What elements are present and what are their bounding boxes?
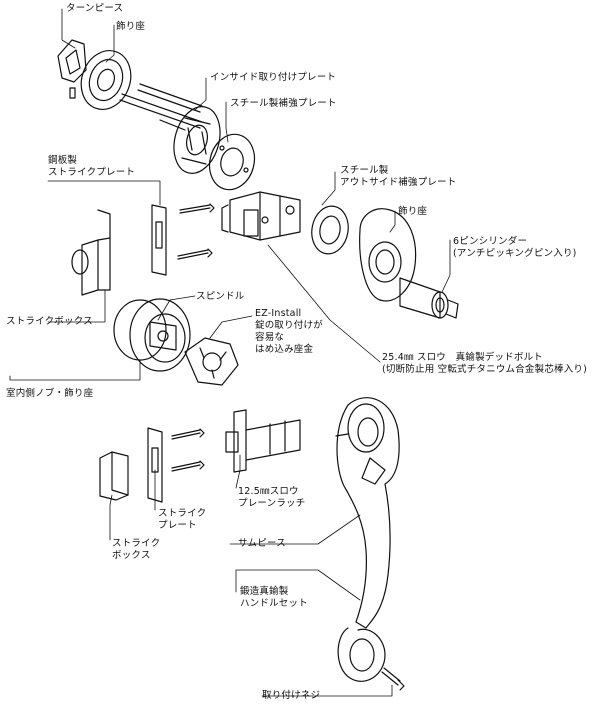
label-cylinder: 6ピンシリンダー(アンチピッキングピン入り)	[453, 236, 577, 259]
mount-screw	[381, 667, 405, 691]
label-strike-box-top: ストライクボックス	[6, 316, 93, 327]
label-strike-plate: ストライクプレート	[158, 508, 207, 531]
strike-box-top	[71, 209, 111, 296]
inside-mounting-plate	[173, 106, 221, 174]
label-thumb-piece: サムピース	[238, 538, 286, 549]
plain-latch	[225, 409, 301, 473]
upper-strike-plate	[151, 203, 215, 276]
label-turn-piece: ターンピース	[66, 3, 124, 14]
ez-install-washer	[184, 337, 239, 386]
label-steel-strike-plate: 鋼板製ストライクプレート	[48, 155, 136, 178]
through-bolts	[119, 83, 203, 131]
leader-lines	[9, 8, 451, 697]
handle-set	[335, 397, 400, 682]
label-deadbolt: 25.4㎜ スロウ 真鍮製デッドボルト(切断防止用 空転式チタニウム合金製芯棒入…	[382, 352, 588, 375]
label-spindle: スピンドル	[196, 291, 245, 302]
outside-reinforce-plate	[311, 205, 349, 255]
steel-reinforce-plate	[208, 133, 256, 191]
label-steel-reinforce-plate: スチール製補強プレート	[230, 98, 337, 109]
turn-piece	[57, 39, 87, 99]
label-mount-screw: 取り付けネジ	[262, 690, 321, 701]
label-outer-rose: 飾り座	[398, 206, 428, 217]
pin-cylinder	[399, 277, 459, 319]
inside-knob	[113, 298, 191, 372]
lower-strike-plate	[147, 427, 205, 503]
outer-rose	[359, 208, 417, 302]
label-inner-rose: 飾り座	[116, 21, 146, 32]
label-latch: 12.5㎜スロウプレーンラッチ	[238, 486, 306, 509]
label-strike-box-bottom: ストライクボックス	[112, 538, 161, 561]
label-inside-plate: インサイド取り付けプレート	[210, 72, 337, 83]
label-inner-knob: 室内側ノブ・飾り座	[6, 388, 94, 399]
inner-rose-top	[80, 50, 132, 110]
strike-box-bottom	[99, 451, 129, 501]
label-handle-set: 鍛造真鍮製ハンドルセット	[240, 586, 308, 609]
label-outside-reinforce-plate: スチール製アウトサイド補強プレート	[340, 165, 457, 188]
deadbolt-body	[221, 191, 301, 241]
